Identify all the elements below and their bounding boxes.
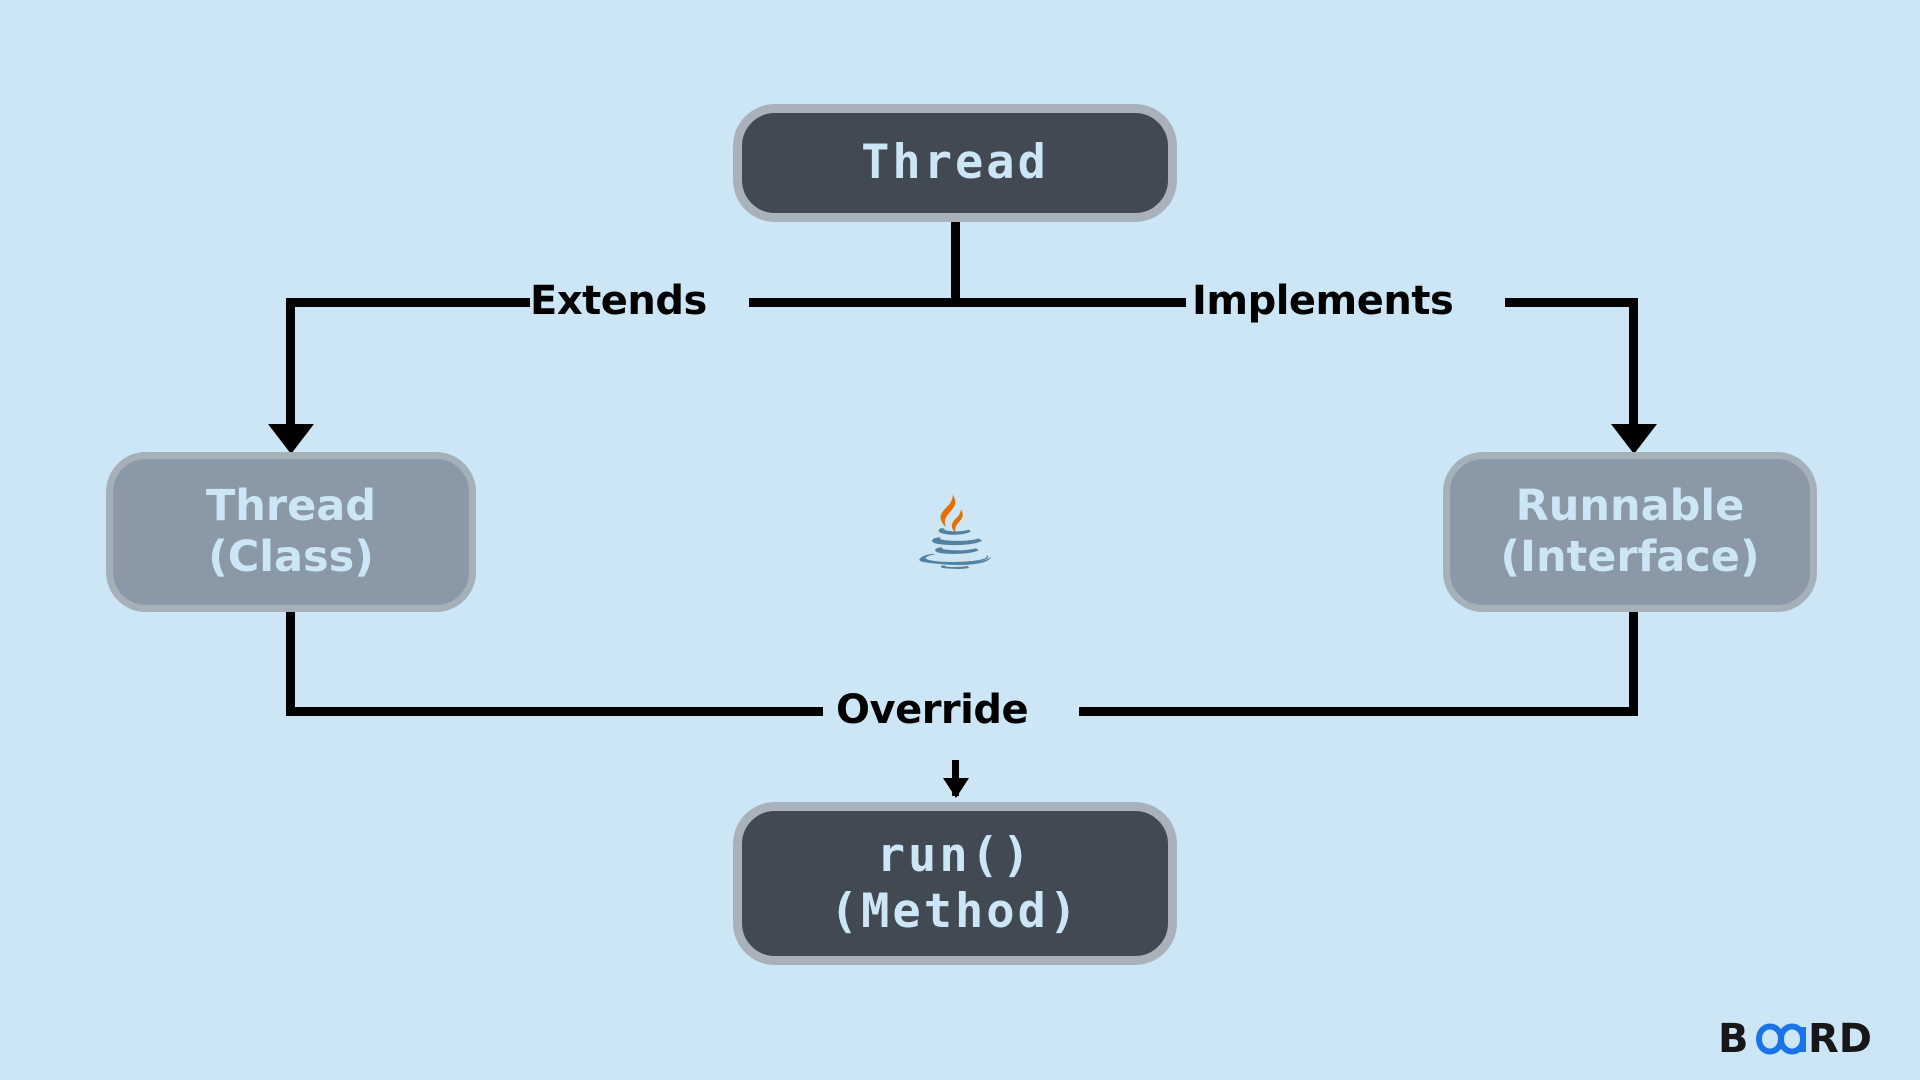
node-run-method[interactable]: run() (Method)	[733, 802, 1177, 965]
edge-label-override: Override	[836, 687, 1029, 733]
svg-text:B: B	[1718, 1018, 1749, 1060]
connector-bottom-bus-left	[286, 707, 823, 716]
svg-text:RD: RD	[1808, 1018, 1872, 1060]
node-run-method-line-2: (Method)	[829, 883, 1081, 939]
connector-drop-to-thread-class	[286, 298, 295, 430]
arrowhead-to-run-method	[943, 778, 969, 798]
node-runnable-interface[interactable]: Runnable (Interface)	[1443, 452, 1817, 612]
board-logo: B RD	[1718, 1016, 1880, 1062]
edge-label-extends: Extends	[530, 278, 707, 324]
node-thread-class-line-1: Thread	[205, 481, 377, 532]
edge-label-implements: Implements	[1192, 278, 1454, 324]
connector-runnable-to-bus	[1629, 612, 1638, 714]
connector-drop-to-runnable	[1629, 298, 1638, 430]
node-thread[interactable]: Thread	[733, 104, 1177, 222]
connector-top-bus-center	[749, 298, 1186, 307]
java-logo	[919, 494, 991, 569]
connector-top-bus-left	[286, 298, 530, 307]
connector-bottom-bus-right	[1079, 707, 1638, 716]
arrowhead-to-thread-class	[268, 424, 314, 454]
arrowhead-to-runnable	[1611, 424, 1657, 454]
node-thread-line-1: Thread	[861, 135, 1049, 191]
node-runnable-line-2: (Interface)	[1500, 532, 1760, 582]
connector-thread-to-bus	[951, 222, 960, 306]
node-thread-class-line-2: (Class)	[208, 532, 374, 582]
connector-thread-class-to-bus	[286, 612, 295, 714]
connector-top-bus-right	[1505, 298, 1638, 307]
node-run-method-line-1: run()	[876, 828, 1034, 884]
node-runnable-line-1: Runnable	[1515, 481, 1745, 532]
node-thread-class[interactable]: Thread (Class)	[106, 452, 476, 612]
